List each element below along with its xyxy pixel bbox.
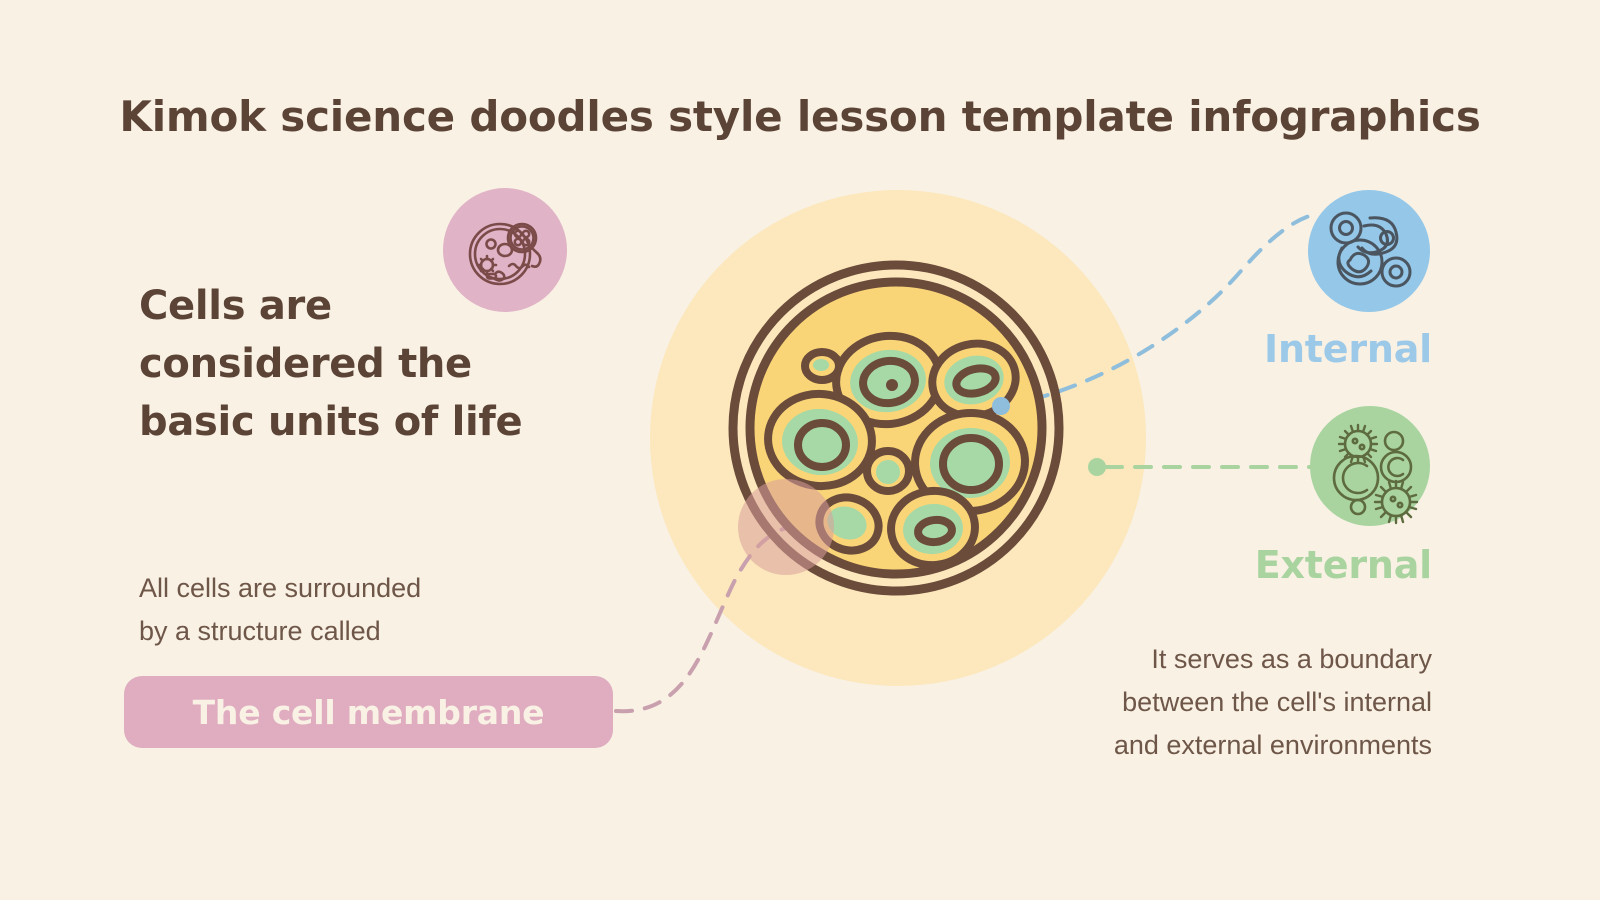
left-paragraph: All cells are surrounded by a structure … [139,567,539,653]
headline-line-1: Cells are [139,283,332,329]
cell-membrane-pill-label: The cell membrane [192,692,545,732]
right-paragraph: It serves as a boundary between the cell… [1012,638,1432,767]
connector-dot-external [1088,458,1106,476]
external-badge[interactable] [1310,406,1430,526]
right-paragraph-line-2: between the cell's internal [1122,687,1432,717]
headline-line-2: considered the [139,341,472,387]
left-paragraph-line-2: by a structure called [139,616,381,646]
connector-internal [1002,213,1314,408]
petri-dish-magnifier-icon [468,222,542,286]
left-paragraph-line-1: All cells are surrounded [139,573,422,603]
cell-organelles-icon [1329,211,1412,288]
cell-membrane-pill[interactable]: The cell membrane [124,676,613,748]
organelles [764,331,1029,570]
internal-badge[interactable] [1308,190,1430,312]
cell-outer-membrane [728,260,1064,596]
internal-label: Internal [1264,327,1432,371]
petri-dish-badge[interactable] [443,188,567,312]
external-label: External [1254,543,1432,587]
membrane-highlight [738,479,834,575]
connector-dot-internal [992,397,1010,415]
right-paragraph-line-3: and external environments [1113,730,1432,760]
microbes-icon [1332,423,1419,525]
headline: Cells are considered the basic units of … [139,277,569,451]
page-title: Kimok science doodles style lesson templ… [119,92,1481,141]
headline-line-3: basic units of life [139,399,523,445]
cell-body [728,260,1106,596]
right-paragraph-line-1: It serves as a boundary [1151,644,1432,674]
